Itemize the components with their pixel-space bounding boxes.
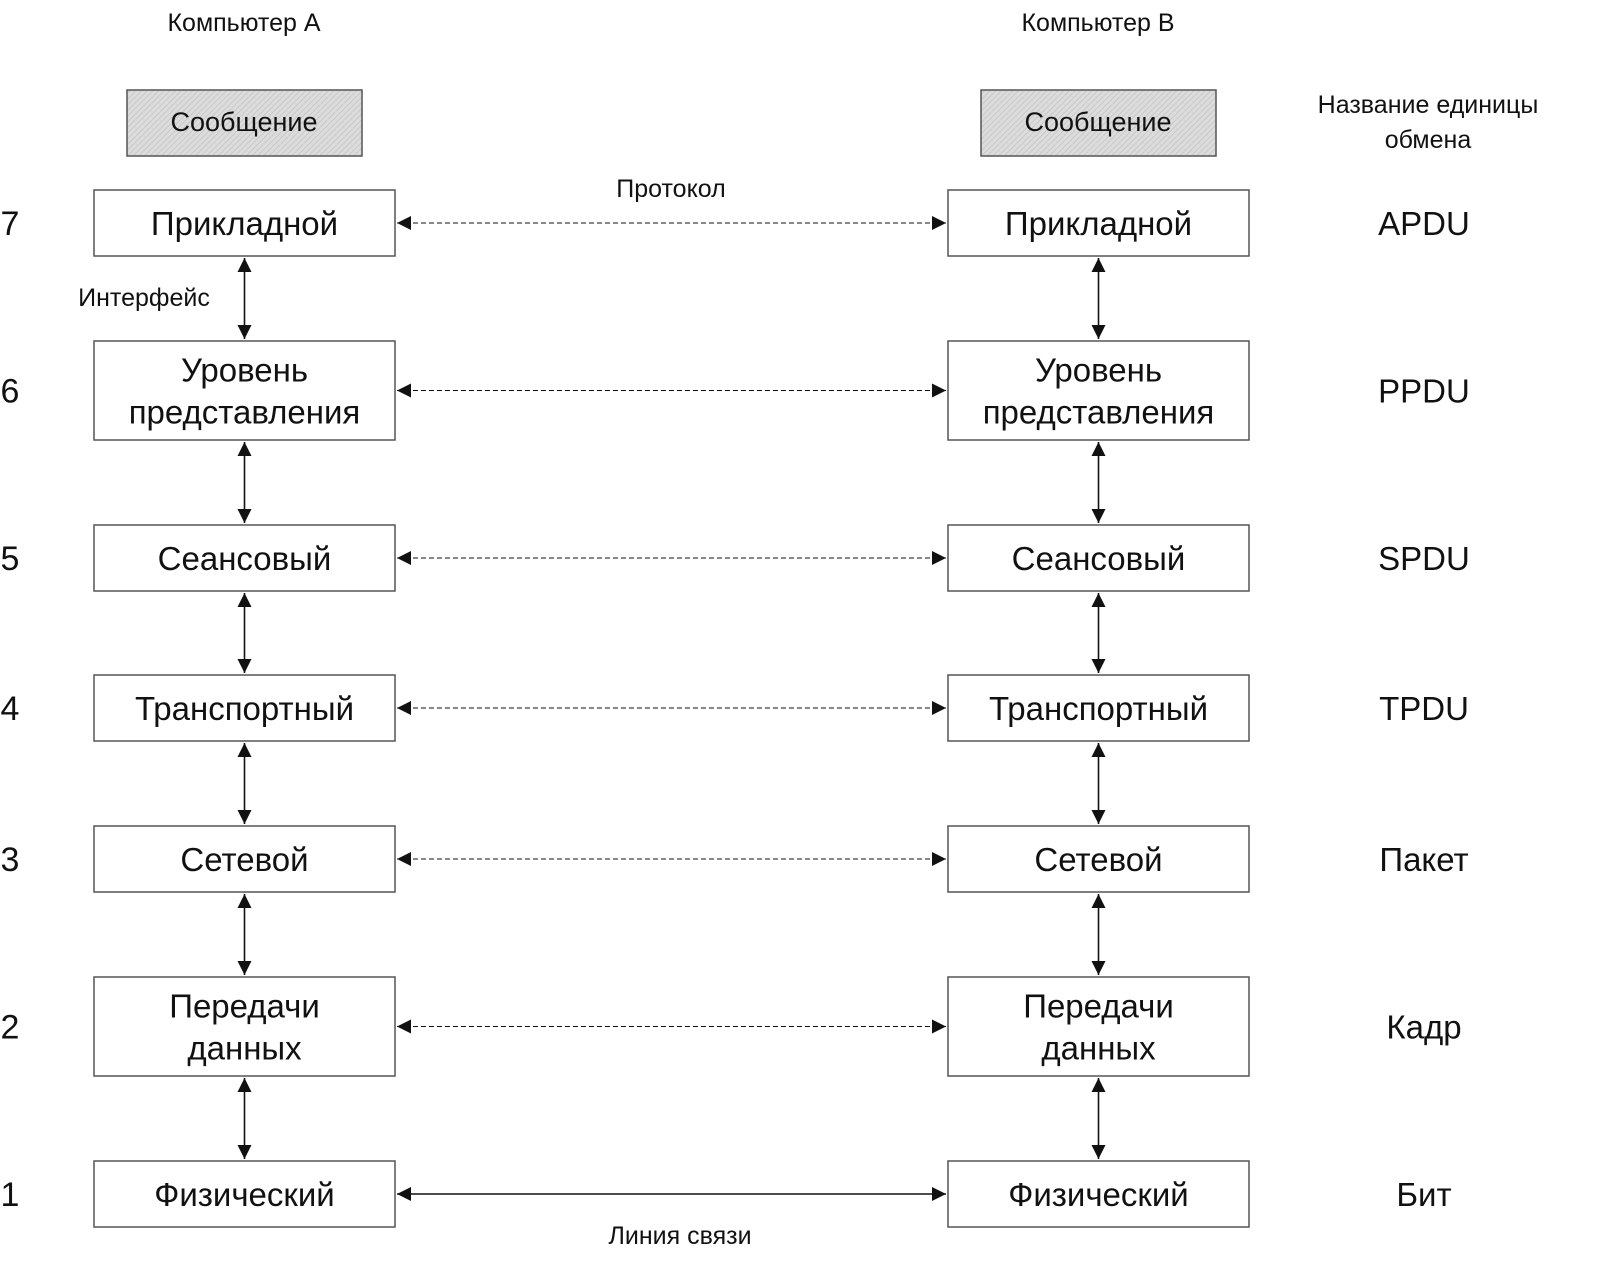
protocol-label: Протокол (616, 175, 725, 203)
layer-4-label-a-line1: Транспортный (135, 690, 354, 727)
layer-7-box-b: Прикладной (947, 189, 1250, 257)
layer-7-label-a-line1: Прикладной (151, 205, 338, 242)
layer-5-label-a-line1: Сеансовый (158, 540, 332, 577)
layer-6-box-a: Уровень представления (93, 340, 396, 441)
layer-5-box-b-frame (947, 524, 1250, 592)
message-box-a: Сообщение (126, 89, 363, 157)
layer-1-unit: Бит (1396, 1176, 1451, 1213)
message-box-b: Сообщение (980, 89, 1217, 157)
layer-4-number: 4 (1, 690, 20, 728)
layer-4-box-b: Транспортный (947, 674, 1250, 742)
layer-2-label-b-line2: данных (1041, 1030, 1156, 1067)
unit-header-line1: Название единицы (1318, 91, 1539, 119)
computer-b-title: Компьютер B (1021, 9, 1174, 37)
layer-2-unit: Кадр (1386, 1009, 1461, 1046)
layer-6-label-a-line2: представления (129, 394, 361, 431)
layer-6-unit: PPDU (1378, 373, 1470, 410)
layer-2-number: 2 (1, 1009, 20, 1047)
layer-5-label-b-line1: Сеансовый (1012, 540, 1186, 577)
layer-3-box-a-frame (93, 825, 396, 893)
layer-1-box-b: Физический (947, 1160, 1250, 1228)
layer-6-box-b-frame (947, 340, 1250, 441)
layer-1-box-a: Физический (93, 1160, 396, 1228)
computer-a-title: Компьютер A (167, 9, 320, 37)
layer-3-box-b: Сетевой (947, 825, 1250, 893)
layer-7-box-b-frame (947, 189, 1250, 257)
layer-4-unit: TPDU (1379, 690, 1469, 727)
layer-1-label-b-line1: Физический (1008, 1176, 1188, 1213)
layer-5-number: 5 (1, 540, 20, 578)
unit-header-line2: обмена (1385, 126, 1472, 154)
layer-3-box-b-frame (947, 825, 1250, 893)
layer-2-box-b-frame (947, 976, 1250, 1077)
layer-4-box-b-frame (947, 674, 1250, 742)
layer-3-label-a-line1: Сетевой (180, 841, 308, 878)
layer-7-number: 7 (1, 205, 20, 243)
layer-5-unit: SPDU (1378, 540, 1470, 577)
layer-3-box-a: Сетевой (93, 825, 396, 893)
layer-1-number: 1 (1, 1176, 20, 1214)
layer-3-label-b-line1: Сетевой (1034, 841, 1162, 878)
link-label: Линия связи (608, 1222, 751, 1250)
layer-7-label-b-line1: Прикладной (1005, 205, 1192, 242)
layers-group: 7 Прикладной Прикладной APDU 6 Уровень предста… (1, 189, 1470, 1228)
layer-3-unit: Пакет (1379, 841, 1468, 878)
layer-1-box-b-frame (947, 1160, 1250, 1228)
layer-2-box-a-frame (93, 976, 396, 1077)
layer-1-box-a-frame (93, 1160, 396, 1228)
layer-5-box-a-frame (93, 524, 396, 592)
layer-4-box-a: Транспортный (93, 674, 396, 742)
layer-5-box-a: Сеансовый (93, 524, 396, 592)
layer-6-number: 6 (1, 373, 20, 411)
message-label-b: Сообщение (1025, 107, 1172, 137)
layer-6-label-b-line1: Уровень (1035, 352, 1162, 389)
layer-6-label-a-line1: Уровень (181, 352, 308, 389)
layer-3-number: 3 (1, 841, 20, 879)
layer-7-unit: APDU (1378, 205, 1470, 242)
layer-5-box-b: Сеансовый (947, 524, 1250, 592)
layer-2-label-a-line2: данных (187, 1030, 302, 1067)
interface-label: Интерфейс (78, 284, 210, 312)
layer-1-label-a-line1: Физический (154, 1176, 334, 1213)
layer-6-label-b-line2: представления (983, 394, 1215, 431)
layer-2-box-b: Передачи данных (947, 976, 1250, 1077)
layer-2-box-a: Передачи данных (93, 976, 396, 1077)
layer-2-label-b-line1: Передачи (1023, 988, 1174, 1025)
message-label-a: Сообщение (171, 107, 318, 137)
layer-7-box-a: Прикладной (93, 189, 396, 257)
layer-2-label-a-line1: Передачи (169, 988, 320, 1025)
layer-4-label-b-line1: Транспортный (989, 690, 1208, 727)
layer-7-box-a-frame (93, 189, 396, 257)
layer-4-box-a-frame (93, 674, 396, 742)
layer-6-box-b: Уровень представления (947, 340, 1250, 441)
layer-6-box-a-frame (93, 340, 396, 441)
